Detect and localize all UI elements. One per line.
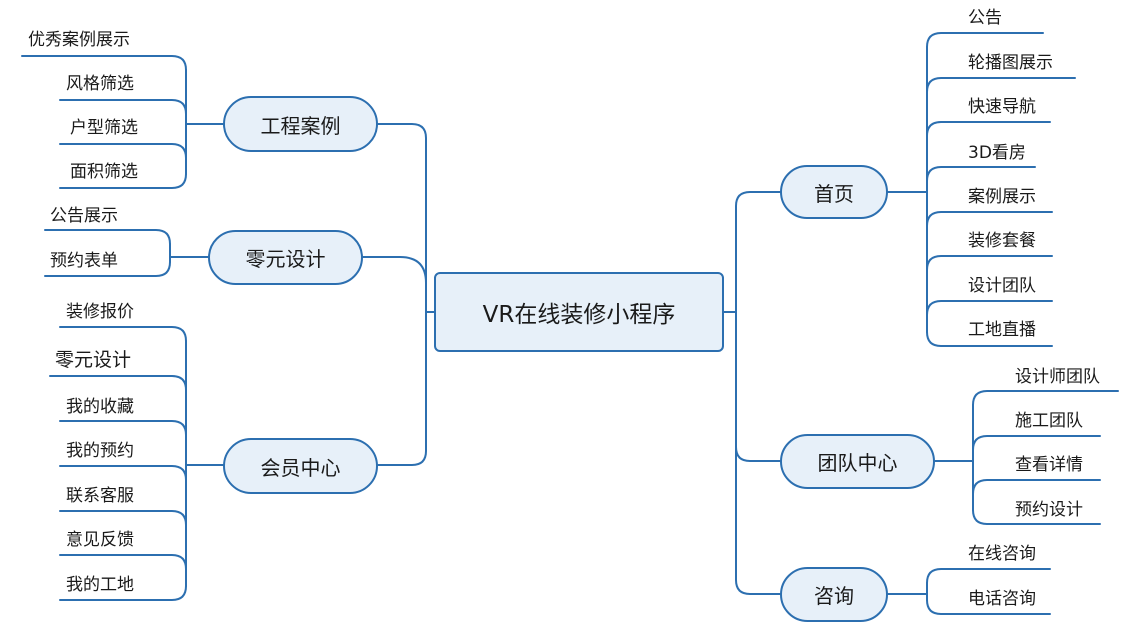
branch-consult: 咨询 <box>780 567 888 622</box>
home-leaf-line <box>926 255 1053 271</box>
team-leaf-line <box>972 435 1101 451</box>
leaf-label: 电话咨询 <box>968 589 1036 609</box>
leaf-label: 我的收藏 <box>66 397 134 417</box>
leaf-label: 我的预约 <box>66 441 134 461</box>
leaf-label: 轮播图展示 <box>968 53 1053 73</box>
cases-leaf-line <box>59 143 187 159</box>
member-leaf-line <box>59 326 187 342</box>
leaf-label: 户型筛选 <box>70 118 138 138</box>
member-leaf-line <box>49 375 187 391</box>
leaf-label: 意见反馈 <box>66 530 134 550</box>
zero-leaf-line <box>44 261 171 277</box>
team-leaf-line <box>972 390 1119 406</box>
member-leaf-line <box>59 420 187 436</box>
leaf-label: 工地直播 <box>968 320 1036 340</box>
leaf-label: 装修套餐 <box>968 231 1036 251</box>
home-leaf-line <box>926 331 1053 347</box>
leaf-label: 零元设计 <box>55 349 132 371</box>
leaf-label: 预约表单 <box>50 251 118 271</box>
leaf-label: 设计团队 <box>968 276 1036 296</box>
home-leaf-line <box>926 211 1053 227</box>
consult-leaf-line <box>926 599 1051 615</box>
leaf-label: 预约设计 <box>1015 500 1083 520</box>
member-leaf-line <box>59 585 187 601</box>
leaf-label: 案例展示 <box>968 187 1036 207</box>
branch-zero-cost-design: 零元设计 <box>208 230 363 285</box>
leaf-label: 3D看房 <box>968 143 1026 163</box>
home-leaf-line <box>926 121 1051 137</box>
leaf-label: 快速导航 <box>968 97 1036 117</box>
leaf-label: 施工团队 <box>1015 411 1083 431</box>
cases-leaf-line <box>59 173 187 189</box>
leaf-label: 我的工地 <box>66 575 134 595</box>
root-node: VR在线装修小程序 <box>434 272 724 352</box>
home-leaf-line <box>926 166 1036 182</box>
home-leaf-line <box>926 300 1053 316</box>
leaf-label: 公告展示 <box>50 206 118 226</box>
right-trunk-mid <box>735 446 781 462</box>
cases-leaf-line <box>21 55 187 71</box>
team-leaf-line <box>972 479 1101 495</box>
member-leaf-line <box>59 465 187 481</box>
cases-leaf-line <box>59 99 187 115</box>
leaf-label: 查看详情 <box>1015 455 1083 475</box>
branch-team-center: 团队中心 <box>780 434 935 489</box>
branch-member-center: 会员中心 <box>223 438 378 494</box>
leaf-label: 公告 <box>968 8 1002 28</box>
leaf-label: 优秀案例展示 <box>28 30 130 50</box>
leaf-label: 在线咨询 <box>968 544 1036 564</box>
left-trunk <box>377 123 427 466</box>
member-leaf-line <box>59 554 187 570</box>
leaf-label: 设计师团队 <box>1015 367 1100 387</box>
leaf-label: 装修报价 <box>66 302 134 322</box>
branch-home: 首页 <box>780 165 888 219</box>
zero-leaf-line <box>44 229 171 245</box>
leaf-label: 风格筛选 <box>66 74 134 94</box>
home-leaf-line <box>926 77 1076 93</box>
left-trunk-mid <box>362 256 427 284</box>
right-trunk <box>735 191 781 595</box>
member-leaf-line <box>59 510 187 526</box>
home-leaf-line <box>926 32 1044 48</box>
team-leaf-line <box>972 509 1101 525</box>
leaf-label: 面积筛选 <box>70 162 138 182</box>
consult-leaf-line <box>926 568 1051 584</box>
branch-engineering-cases: 工程案例 <box>223 96 378 152</box>
leaf-label: 联系客服 <box>66 486 134 506</box>
